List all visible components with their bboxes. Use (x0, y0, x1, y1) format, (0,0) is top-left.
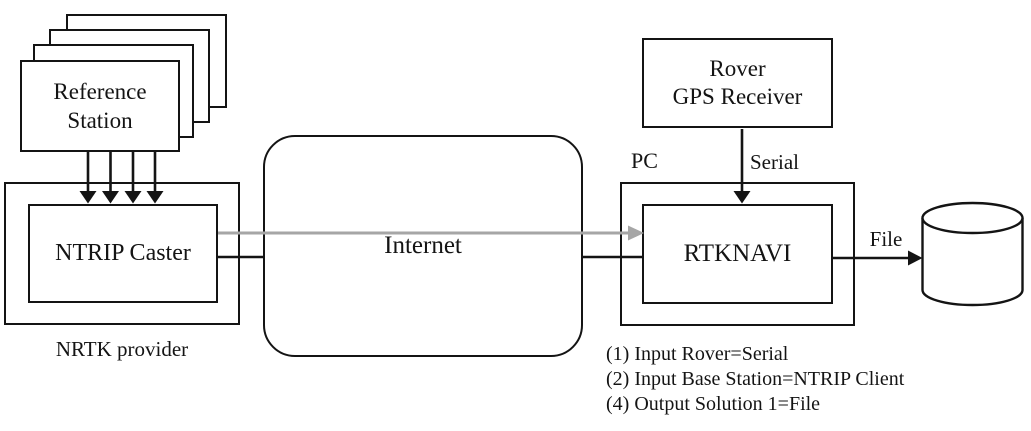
reference-station-node: Reference Station (20, 60, 180, 152)
database-cylinder-icon (921, 201, 1024, 307)
serial-edge-label: Serial (750, 150, 799, 174)
nrtk-provider-label: NRTK provider (55, 337, 189, 361)
note-line: (4) Output Solution 1=File (606, 393, 821, 415)
ntrip-caster-label: NTRIP Caster (55, 240, 191, 266)
rtknavi-label: RTKNAVI (683, 240, 792, 267)
pc-label: PC (631, 148, 658, 173)
configuration-notes: (1) Input Rover=Serial (2) Input Base St… (606, 342, 904, 417)
reference-station-label-line1: Reference (53, 79, 147, 104)
rover-gps-receiver-node: Rover GPS Receiver (642, 38, 833, 128)
reference-station-label-line2: Station (67, 108, 133, 133)
rtknavi-node: RTKNAVI (642, 204, 833, 304)
internet-node: Internet (263, 135, 583, 357)
rover-label-line2: GPS Receiver (672, 84, 803, 109)
note-line: (1) Input Rover=Serial (606, 343, 789, 365)
rover-label-line1: Rover (709, 56, 766, 81)
ntrip-caster-node: NTRIP Caster (28, 204, 218, 303)
file-edge-label: File (869, 227, 903, 251)
internet-label: Internet (384, 232, 462, 259)
note-line: (2) Input Base Station=NTRIP Client (606, 368, 905, 390)
